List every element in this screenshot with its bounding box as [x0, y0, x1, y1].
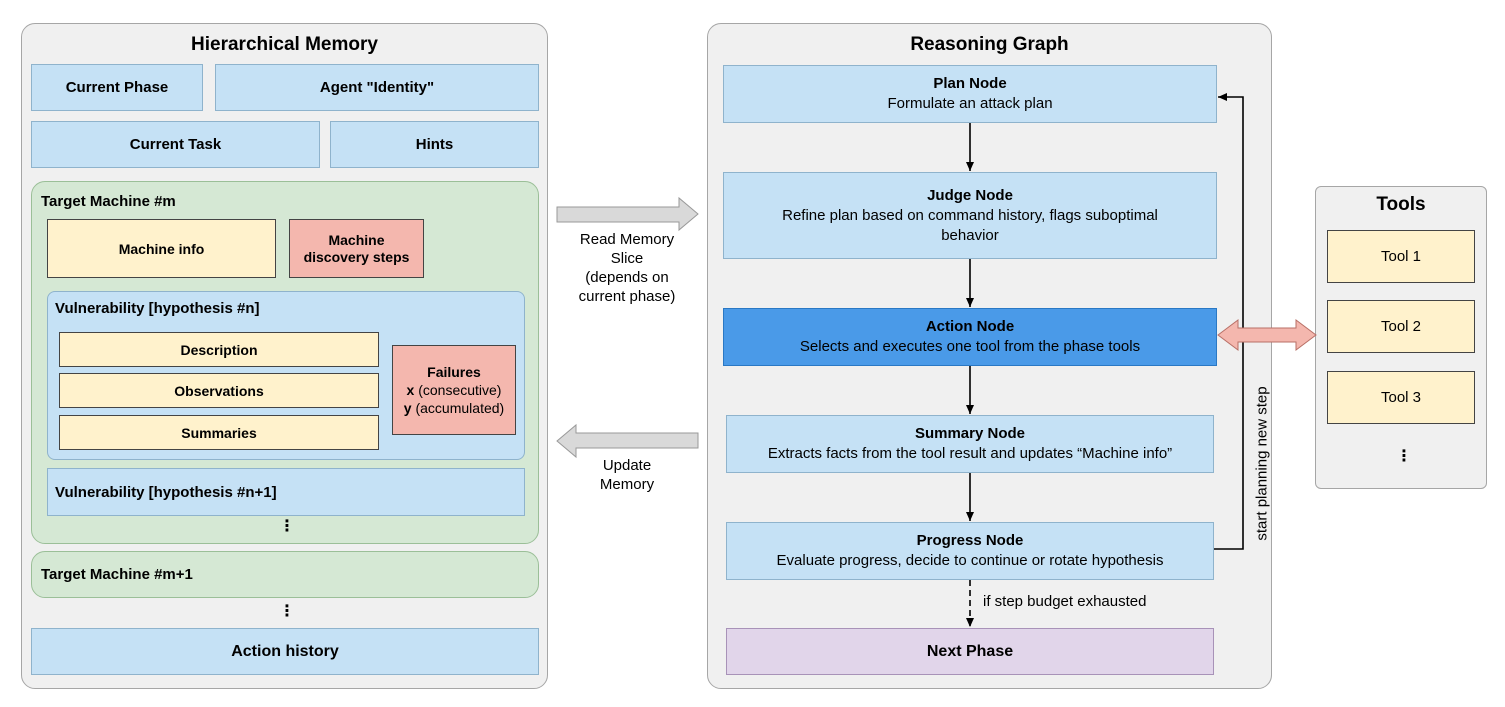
vulnerability-next-box	[47, 468, 525, 516]
action-history-box: Action history	[31, 628, 539, 675]
tool-2-box: Tool 2	[1327, 300, 1475, 353]
read-memory-label: Read Memory Slice (depends on current ph…	[578, 231, 676, 305]
target-machine-label: Target Machine #m	[41, 193, 176, 210]
tool-1-box: Tool 1	[1327, 230, 1475, 283]
machine-discovery-steps-box: Machine discovery steps	[289, 219, 424, 278]
plan-node: Plan Node Formulate an attack plan	[723, 65, 1217, 123]
reasoning-graph-title: Reasoning Graph	[910, 34, 1069, 55]
vulnerability-next-label: Vulnerability [hypothesis #n+1]	[55, 484, 277, 501]
step-budget-label: if step budget exhausted	[983, 593, 1147, 610]
vulnerability-ellipsis: ⋮	[279, 518, 295, 535]
summaries-box: Summaries	[59, 415, 379, 450]
machines-ellipsis: ⋮	[279, 603, 295, 620]
observations-box: Observations	[59, 373, 379, 408]
description-box: Description	[59, 332, 379, 367]
read-memory-arrow	[556, 196, 699, 232]
tools-title: Tools	[1376, 194, 1426, 215]
hierarchical-memory-title: Hierarchical Memory	[191, 34, 378, 55]
agent-identity-box: Agent "Identity"	[215, 64, 539, 111]
failures-accumulated: y (accumulated)	[403, 400, 505, 416]
machine-info-box: Machine info	[47, 219, 276, 278]
update-memory-label: Update Memory	[599, 457, 655, 493]
judge-node: Judge Node Refine plan based on command …	[723, 172, 1217, 259]
progress-node: Progress Node Evaluate progress, decide …	[726, 522, 1214, 580]
tool-3-box: Tool 3	[1327, 371, 1475, 424]
hints-box: Hints	[330, 121, 539, 168]
failures-consecutive: x (consecutive)	[406, 382, 502, 398]
target-machine-next-label: Target Machine #m+1	[41, 566, 193, 583]
vulnerability-label: Vulnerability [hypothesis #n]	[55, 300, 260, 317]
failures-title: Failures	[427, 364, 481, 380]
loop-back-arrow	[1214, 93, 1244, 550]
next-phase-node: Next Phase	[726, 628, 1214, 675]
current-task-box: Current Task	[31, 121, 320, 168]
action-node: Action Node Selects and executes one too…	[723, 308, 1217, 366]
failures-box: Failures x (consecutive) y (accumulated)	[392, 345, 516, 435]
tools-ellipsis: ⋮	[1396, 448, 1412, 465]
summary-node: Summary Node Extracts facts from the too…	[726, 415, 1214, 473]
action-tools-arrow	[1217, 319, 1317, 351]
target-machine-next-box	[31, 551, 539, 598]
update-memory-arrow	[556, 423, 699, 459]
current-phase-box: Current Phase	[31, 64, 203, 111]
